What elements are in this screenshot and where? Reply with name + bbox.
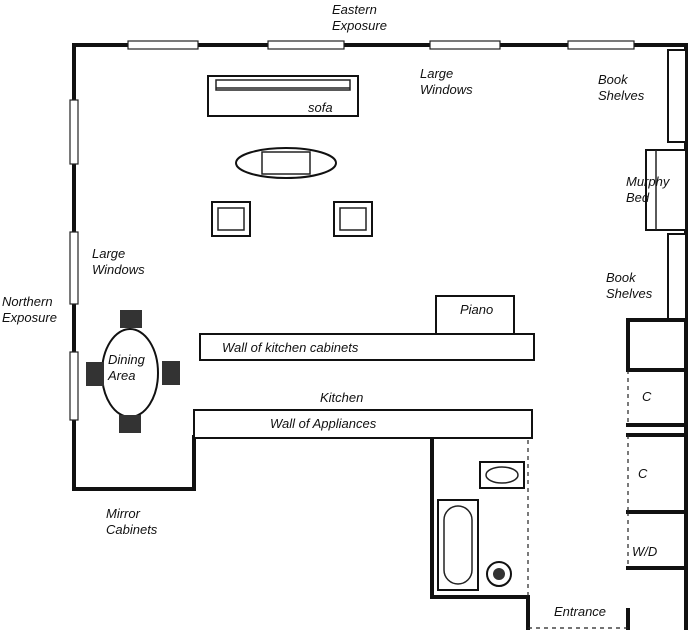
- bathroom: [437, 440, 529, 597]
- label-closet-2: C: [638, 466, 648, 481]
- label-mirror-1: Mirror: [106, 506, 141, 521]
- sofa: [207, 75, 359, 117]
- book-shelves-top: [667, 49, 687, 143]
- window-left-2: [69, 231, 79, 305]
- label-dining-1: Dining: [108, 352, 146, 367]
- dining-chair-bottom: [119, 415, 141, 433]
- book-shelves-bottom: [667, 233, 687, 321]
- label-large-windows-left-1: Large: [92, 246, 125, 261]
- label-book-shelves-bottom-1: Book: [606, 270, 637, 285]
- top-windows: [127, 40, 635, 50]
- dining-area: [86, 310, 180, 433]
- right-wall-furniture: [645, 49, 687, 321]
- label-eastern-exposure-1: Eastern: [332, 2, 377, 17]
- label-kitchen: Kitchen: [320, 390, 363, 405]
- label-large-windows-top-2: Windows: [420, 82, 473, 97]
- label-sofa: sofa: [308, 100, 333, 115]
- label-book-shelves-top-2: Shelves: [598, 88, 645, 103]
- label-large-windows-left-2: Windows: [92, 262, 145, 277]
- label-murphy-bed-2: Bed: [626, 190, 650, 205]
- murphy-bed: [645, 149, 687, 231]
- window-top-1: [127, 40, 199, 50]
- labels: Eastern Exposure Northern Exposure Large…: [2, 2, 671, 619]
- label-northern-exposure-2: Exposure: [2, 310, 57, 325]
- window-left-1: [69, 99, 79, 165]
- window-left-3: [69, 351, 79, 421]
- dining-chair-right: [162, 361, 180, 385]
- appliances-wall: [193, 409, 533, 439]
- armchairs: [211, 201, 373, 237]
- label-washer-dryer: W/D: [632, 544, 657, 559]
- label-appliances: Wall of Appliances: [270, 416, 377, 431]
- window-top-2: [267, 40, 345, 50]
- label-book-shelves-bottom-2: Shelves: [606, 286, 653, 301]
- dining-chair-top: [120, 310, 142, 328]
- closet-block: [528, 318, 688, 630]
- kitchen-cabinets-wall: [199, 333, 535, 361]
- label-closet-1: C: [642, 389, 652, 404]
- label-dining-2: Area: [107, 368, 135, 383]
- label-eastern-exposure-2: Exposure: [332, 18, 387, 33]
- label-murphy-bed-1: Murphy: [626, 174, 671, 189]
- label-northern-exposure-1: Northern: [2, 294, 53, 309]
- coffee-table: [235, 147, 337, 179]
- label-kitchen-cabinets: Wall of kitchen cabinets: [222, 340, 359, 355]
- dining-chair-left: [86, 362, 104, 386]
- window-top-3: [429, 40, 501, 50]
- label-entrance: Entrance: [554, 604, 606, 619]
- label-mirror-2: Cabinets: [106, 522, 158, 537]
- label-book-shelves-top-1: Book: [598, 72, 629, 87]
- label-large-windows-top-1: Large: [420, 66, 453, 81]
- window-top-4: [567, 40, 635, 50]
- label-piano: Piano: [460, 302, 493, 317]
- left-windows: [69, 99, 79, 421]
